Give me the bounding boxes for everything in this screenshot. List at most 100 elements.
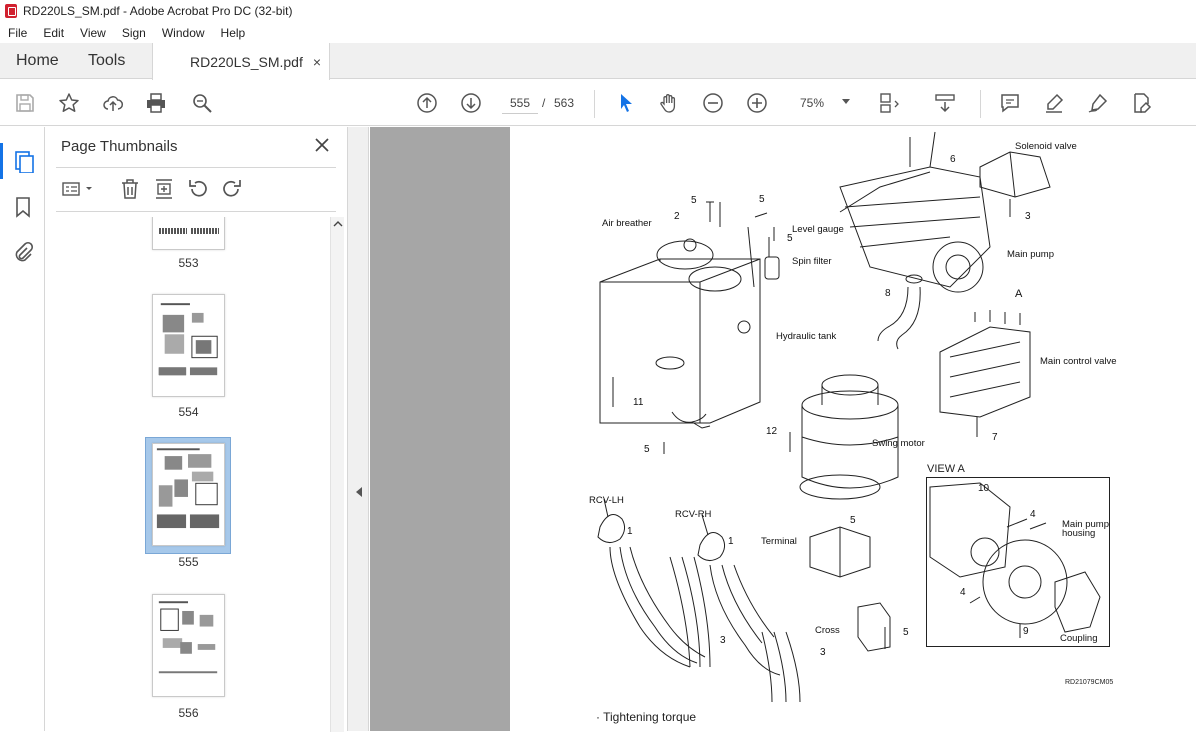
callout-number: 11 bbox=[633, 397, 644, 408]
callout-number: 4 bbox=[1030, 509, 1036, 520]
view-a-detail-box bbox=[926, 477, 1110, 647]
callout-number: 5 bbox=[850, 515, 856, 526]
callout-number: 5 bbox=[903, 627, 909, 638]
panel-collapse-handle[interactable] bbox=[347, 127, 369, 731]
label-main-pump-housing-2: housing bbox=[1062, 528, 1096, 539]
menu-window[interactable]: Window bbox=[161, 25, 205, 40]
label-level-gauge: Level gauge bbox=[792, 224, 844, 235]
callout-number: 4 bbox=[960, 587, 966, 598]
left-navigation-rail bbox=[0, 127, 45, 731]
page-thumbnail-554[interactable] bbox=[152, 294, 225, 397]
zoom-in-icon[interactable] bbox=[745, 91, 769, 115]
print-icon[interactable] bbox=[144, 91, 168, 115]
tab-document[interactable]: RD220LS_SM.pdf × bbox=[152, 43, 330, 80]
menu-sign[interactable]: Sign bbox=[121, 25, 146, 40]
tab-tools[interactable]: Tools bbox=[88, 52, 126, 69]
panel-close-icon[interactable] bbox=[314, 137, 330, 153]
pdf-page: Solenoid valve Air breather Level gauge … bbox=[510, 127, 1196, 731]
label-rcv-lh: RCV-LH bbox=[589, 495, 624, 506]
rotate-clockwise-icon[interactable] bbox=[220, 177, 244, 201]
attachments-paperclip-icon[interactable] bbox=[11, 241, 35, 265]
window-title: RD220LS_SM.pdf - Adobe Acrobat Pro DC (3… bbox=[23, 4, 293, 18]
callout-number: 1 bbox=[728, 536, 734, 547]
sign-pen-icon[interactable] bbox=[1086, 91, 1110, 115]
label-solenoid-valve: Solenoid valve bbox=[1015, 141, 1077, 152]
menu-edit[interactable]: Edit bbox=[43, 25, 65, 40]
panel-toolbar bbox=[56, 175, 336, 205]
callout-number: 5 bbox=[691, 195, 697, 206]
label-view-a: VIEW A bbox=[927, 463, 965, 475]
thumbnail-label: 556 bbox=[178, 706, 199, 720]
callout-number: 2 bbox=[674, 211, 680, 222]
label-arrow-a: A bbox=[1015, 288, 1023, 300]
zoom-out-icon[interactable] bbox=[701, 91, 725, 115]
callout-number: 5 bbox=[759, 194, 765, 205]
tab-bar: Home Tools RD220LS_SM.pdf × bbox=[0, 43, 1196, 80]
drawing-code: RD21079CM05 bbox=[1065, 679, 1114, 686]
collapse-left-arrow-icon[interactable] bbox=[356, 487, 362, 497]
callout-number: 12 bbox=[766, 426, 778, 437]
tightening-torque-heading: · Tightening torque bbox=[596, 710, 697, 724]
panel-title: Page Thumbnails bbox=[61, 138, 178, 155]
label-coupling: Coupling bbox=[1060, 633, 1098, 644]
label-spin-filter: Spin filter bbox=[792, 256, 832, 267]
total-pages: 563 bbox=[554, 96, 575, 110]
label-swing-motor: Swing motor bbox=[872, 438, 925, 449]
callout-number: 1 bbox=[627, 526, 633, 537]
menu-file[interactable]: File bbox=[8, 25, 28, 40]
menu-bar: File Edit View Sign Window Help bbox=[0, 22, 1196, 43]
toolbar-divider bbox=[594, 90, 595, 118]
scroll-up-chevron-icon[interactable] bbox=[331, 217, 345, 231]
menu-help[interactable]: Help bbox=[220, 25, 246, 40]
previous-page-icon[interactable] bbox=[415, 91, 439, 115]
save-icon[interactable] bbox=[13, 91, 37, 115]
callout-number: 3 bbox=[720, 635, 726, 646]
current-page-input[interactable]: 555 bbox=[502, 92, 538, 114]
hand-pan-icon[interactable] bbox=[657, 91, 681, 115]
thumbnail-options-menu-icon[interactable] bbox=[60, 177, 96, 201]
page-thumbnails-icon[interactable] bbox=[0, 143, 35, 179]
callout-number: 3 bbox=[820, 647, 826, 658]
page-thumbnail-553[interactable] bbox=[152, 217, 225, 250]
scroll-mode-icon[interactable] bbox=[933, 91, 957, 115]
insert-page-icon[interactable] bbox=[152, 177, 176, 201]
page-thumbnail-555[interactable] bbox=[152, 443, 225, 546]
label-hydraulic-tank: Hydraulic tank bbox=[776, 331, 837, 342]
zoom-level-select[interactable]: 75% bbox=[800, 96, 825, 110]
edit-pdf-icon[interactable] bbox=[1129, 91, 1153, 115]
menu-view[interactable]: View bbox=[80, 25, 106, 40]
rotate-counterclockwise-icon[interactable] bbox=[186, 177, 210, 201]
next-page-icon[interactable] bbox=[459, 91, 483, 115]
thumbnail-list: 553 554 bbox=[56, 217, 331, 731]
callout-number: 5 bbox=[644, 444, 650, 455]
comment-icon[interactable] bbox=[998, 91, 1022, 115]
thumbnail-label: 553 bbox=[178, 256, 199, 270]
delete-page-trash-icon[interactable] bbox=[118, 177, 142, 201]
star-bookmark-icon[interactable] bbox=[57, 91, 81, 115]
zoom-dropdown-chevron-icon[interactable] bbox=[842, 99, 850, 104]
label-air-breather: Air breather bbox=[602, 218, 652, 229]
callout-number: 7 bbox=[992, 432, 998, 443]
hydraulic-parts-diagram bbox=[597, 131, 1101, 703]
page-display-icon[interactable] bbox=[877, 91, 901, 115]
tab-home[interactable]: Home bbox=[16, 52, 59, 69]
main-toolbar: 555 / 563 75% bbox=[0, 80, 1196, 126]
callout-number: 3 bbox=[1025, 211, 1031, 222]
document-viewer[interactable]: Solenoid valve Air breather Level gauge … bbox=[370, 127, 1196, 731]
thumbnail-scrollbar[interactable] bbox=[330, 217, 344, 732]
callout-number: 8 bbox=[885, 288, 891, 299]
acrobat-pdf-icon bbox=[5, 4, 17, 18]
zoom-search-icon[interactable] bbox=[190, 91, 214, 115]
bookmarks-icon[interactable] bbox=[11, 195, 35, 219]
label-main-pump: Main pump bbox=[1007, 249, 1054, 260]
tab-close-icon[interactable]: × bbox=[312, 53, 321, 70]
highlight-pen-icon[interactable] bbox=[1042, 91, 1066, 115]
select-cursor-icon[interactable] bbox=[614, 91, 638, 115]
label-rcv-rh: RCV-RH bbox=[675, 509, 712, 520]
callout-number: 10 bbox=[978, 483, 990, 494]
page-thumbnail-556[interactable] bbox=[152, 594, 225, 697]
panel-divider bbox=[56, 211, 336, 212]
upload-cloud-icon[interactable] bbox=[101, 91, 125, 115]
page-thumbnails-panel: Page Thumbnails 553 bbox=[46, 127, 347, 732]
label-main-control-valve: Main control valve bbox=[1040, 356, 1117, 367]
